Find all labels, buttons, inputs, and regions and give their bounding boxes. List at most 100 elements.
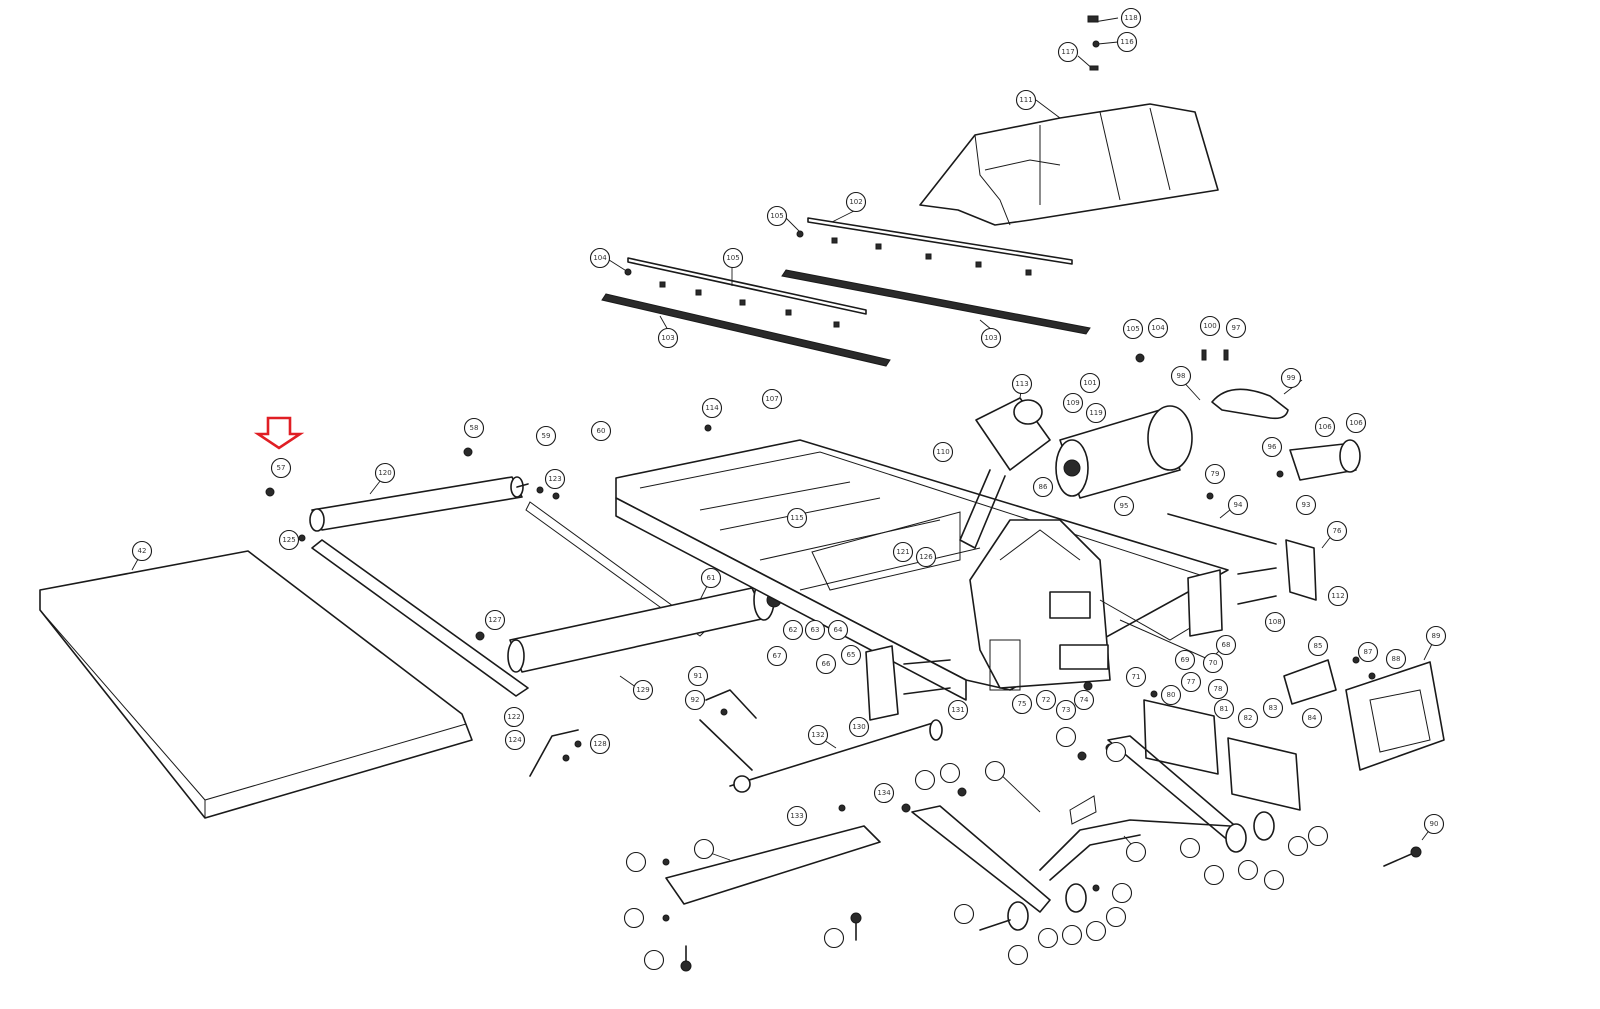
callout-c92 (1203, 864, 1225, 886)
callout-c19: 109 (1062, 392, 1084, 414)
callout-label: 112 (1331, 592, 1344, 600)
callout-label: 102 (849, 198, 862, 206)
rear-roller (507, 579, 782, 673)
callout-c64: 80 (1160, 684, 1182, 706)
callout-label: 78 (1214, 685, 1223, 693)
callout-c87 (939, 762, 961, 784)
callout-c69: 85 (1307, 635, 1329, 657)
callout-label: 93 (1302, 501, 1311, 509)
fasteners (265, 15, 1422, 972)
callout-c49: 63 (804, 619, 826, 641)
callout-c14: 97 (1225, 317, 1247, 339)
small-housing (1283, 659, 1337, 705)
callout-c34: 114 (701, 397, 723, 419)
callout-label: 123 (548, 475, 561, 483)
callout-label: 62 (789, 626, 798, 634)
callout-c88 (914, 769, 936, 791)
callout-label: 129 (636, 686, 649, 694)
callout-c106 (623, 907, 645, 929)
callout-c90 (1125, 841, 1147, 863)
callout-label: 77 (1187, 678, 1196, 686)
callout-c82: 132 (807, 724, 829, 746)
callout-label: 105 (1126, 325, 1139, 333)
callout-c81: 131 (947, 699, 969, 721)
callout-label: 114 (705, 404, 719, 412)
callout-label: 107 (765, 395, 778, 403)
callout-label: 104 (593, 254, 607, 262)
callout-c31: 108 (1264, 611, 1286, 633)
callout-label: 63 (811, 626, 820, 634)
callout-label: 65 (847, 651, 856, 659)
callout-c39: 120 (374, 462, 396, 484)
callout-c37: 60 (590, 420, 612, 442)
callout-c65: 81 (1213, 698, 1235, 720)
callout-c86 (1055, 726, 1077, 748)
lower-crossbar (665, 719, 943, 905)
callout-c78: 128 (589, 733, 611, 755)
callout-label: 121 (896, 548, 909, 556)
callout-label: 113 (1015, 380, 1028, 388)
incline-brackets (1143, 699, 1301, 811)
callout-c4: 111 (1015, 89, 1037, 111)
callout-c55: 69 (1174, 649, 1196, 671)
callout-label: 75 (1018, 700, 1027, 708)
callout-c50: 64 (827, 619, 849, 641)
callout-c25: 86 (1032, 476, 1054, 498)
right-bracket (1285, 539, 1317, 601)
callout-label: 68 (1222, 641, 1231, 649)
callout-label: 61 (707, 574, 716, 582)
callout-c40: 123 (544, 468, 566, 490)
callout-c44: 121 (892, 541, 914, 563)
callout-c62: 77 (1180, 671, 1202, 693)
side-rail-left (311, 501, 707, 697)
callout-label: 74 (1080, 696, 1089, 704)
callout-label: 120 (378, 469, 391, 477)
callout-c96 (1307, 825, 1329, 847)
callout-c54: 68 (1215, 634, 1237, 656)
callout-label: 109 (1066, 399, 1079, 407)
callout-c67: 83 (1262, 697, 1284, 719)
callout-c83: 133 (786, 805, 808, 827)
callout-c41: 42 (131, 540, 153, 562)
incline-handle (529, 689, 757, 777)
callout-c23: 96 (1261, 436, 1283, 458)
callout-label: 73 (1062, 706, 1071, 714)
callout-c26: 93 (1295, 494, 1317, 516)
callout-c30: 112 (1327, 585, 1349, 607)
callout-c108 (643, 949, 665, 971)
callout-c71: 88 (1385, 648, 1407, 670)
callout-label: 96 (1268, 443, 1277, 451)
callout-label: 127 (488, 616, 501, 624)
callout-label: 91 (694, 672, 703, 680)
callout-label: 58 (470, 424, 479, 432)
callout-c48: 62 (782, 619, 804, 641)
down-arrow-icon (253, 416, 305, 450)
callout-c15: 98 (1170, 365, 1192, 387)
callout-label: 117 (1061, 48, 1074, 56)
callout-c24: 79 (1204, 463, 1226, 485)
callout-c46: 127 (484, 609, 506, 631)
callout-label: 86 (1039, 483, 1048, 491)
callout-label: 57 (277, 464, 286, 472)
callout-c33: 107 (761, 388, 783, 410)
callout-label: 119 (1089, 409, 1102, 417)
callout-c61: 75 (1011, 693, 1033, 715)
drive-belt (1211, 388, 1289, 420)
callout-c17: 113 (1011, 373, 1033, 395)
callout-c100 (1061, 924, 1083, 946)
callout-label: 133 (790, 812, 803, 820)
callout-c68: 84 (1301, 707, 1323, 729)
callout-c22: 106 (1314, 416, 1336, 438)
callout-label: 67 (773, 652, 782, 660)
callout-label: 101 (1083, 379, 1096, 387)
callout-label: 132 (811, 731, 824, 739)
callout-c9: 103 (657, 327, 679, 349)
callout-c10: 103 (980, 327, 1002, 349)
callout-c63: 78 (1207, 678, 1229, 700)
callout-c103 (953, 903, 975, 925)
callout-label: 70 (1209, 659, 1218, 667)
callout-c28: 94 (1227, 494, 1249, 516)
running-belt (39, 550, 473, 819)
callout-label: 111 (1019, 96, 1032, 104)
